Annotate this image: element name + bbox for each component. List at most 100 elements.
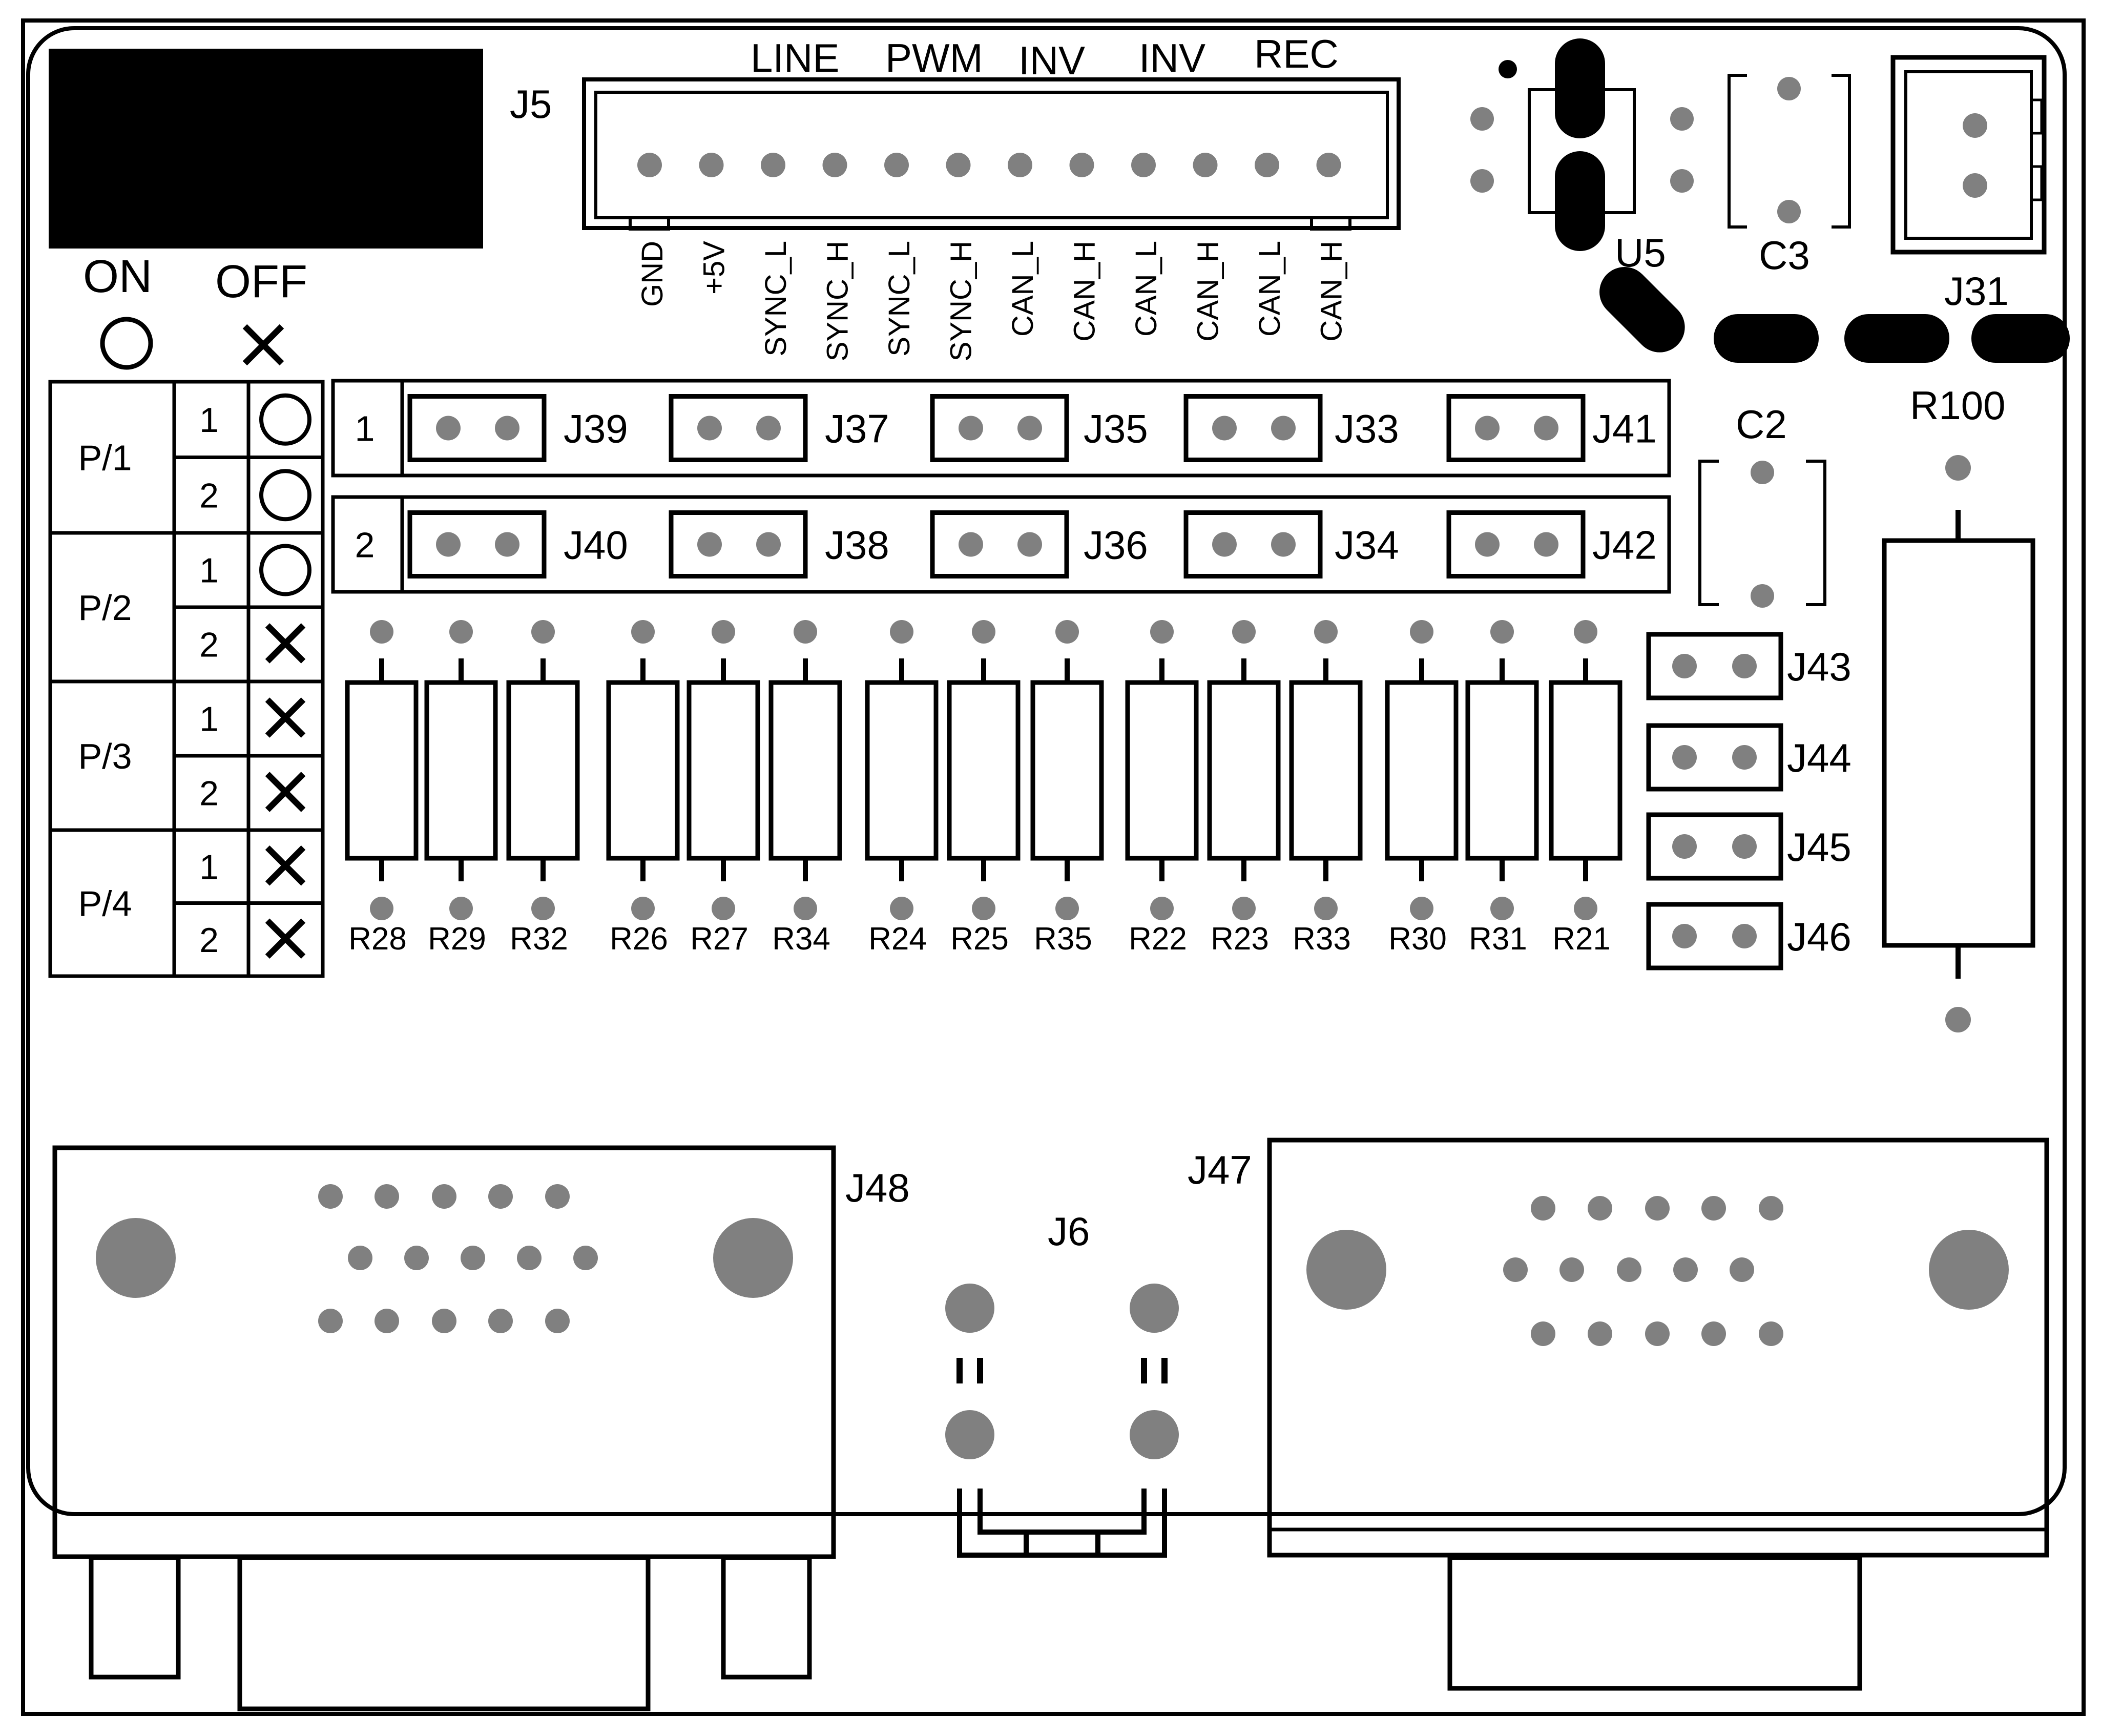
j5-pin-label: SYNC_H [945,241,978,361]
jumper-label: J41 [1592,406,1657,451]
r100-label: R100 [1910,383,2005,428]
resistor [345,620,419,920]
table-channel-number: 2 [199,476,219,515]
j5-ref-label: J5 [510,81,552,127]
db15-pin-pad [517,1246,542,1270]
table-channel-number: 2 [199,626,219,665]
resistor-label: R29 [428,921,486,957]
db9-pin-pad [1701,1196,1726,1221]
solder-bridge-pads [1714,314,2070,363]
resistor [1549,620,1622,920]
resistor [1125,620,1199,920]
j47-label: J47 [1188,1147,1252,1192]
j5-group-label-inv-2: INV [1139,35,1205,80]
j5-group-label-pwm: PWM [885,35,983,80]
jumper-label: J34 [1335,523,1399,568]
j6-jack [945,1284,1179,1558]
j5-pin-pad [1316,153,1341,177]
side-jumper-label: J46 [1787,914,1852,959]
j5-pin-label: CAN_H [1192,241,1225,342]
board-outer-frame [21,18,2086,1716]
j5-pin-pads [637,153,1341,177]
j5-pin-label: CAN_L [1130,241,1163,337]
resistor-label: R30 [1388,921,1447,957]
on-state-circle-icon [259,393,311,446]
side-jumper-label: J45 [1787,824,1852,870]
table-group-label: P/3 [78,736,132,776]
db15-pin-pad [432,1309,456,1333]
db9-pin-pad [1645,1321,1670,1346]
u5-regulator [1470,38,1694,353]
resistor-label: R32 [510,921,568,957]
j5-pin-label: GND [636,241,669,307]
on-state-circle-icon [259,544,311,596]
db9-pin-pad [1730,1257,1754,1282]
db9-pin-pad [1588,1321,1612,1346]
j5-pin-label: SYNC_H [821,241,855,361]
logo-block [49,49,483,249]
db15-pin-pad [348,1246,372,1270]
table-channel-number: 2 [199,921,219,960]
table-channel-number: 2 [199,774,219,813]
jumper-label: J38 [825,523,889,568]
off-state-cross-icon [265,772,306,812]
side-jumper-label: J44 [1787,735,1852,780]
off-state-cross-icon [265,623,306,664]
j48-db15-connector [52,1145,836,1711]
resistor [1385,620,1459,920]
db9-pin-pad [1531,1196,1555,1221]
j5-pin-pad [761,153,785,177]
legend-off-symbol [242,324,284,366]
db15-pin-pad [488,1184,513,1209]
j5-pin-label: +5V [698,241,731,295]
db15-pin-pad [545,1309,570,1333]
j5-group-label-rec: REC [1254,31,1339,76]
table-channel-number: 1 [199,848,219,886]
table-group-label: P/4 [78,884,132,924]
jumper-row-label: 2 [355,525,375,565]
c3-capacitor [1728,74,1851,229]
db15-pin-pad [432,1184,456,1209]
j31-connector [1890,55,2047,255]
jumper-header [930,394,1069,462]
jumper-header [930,510,1069,578]
resistor [424,620,498,920]
db9-pin-pad [1503,1257,1528,1282]
resistor [606,620,680,920]
resistor-label: R35 [1034,921,1092,957]
resistor [687,620,760,920]
db9-pin-pad [1701,1321,1726,1346]
db15-pin-pad [573,1246,598,1270]
db9-pin-pad [1588,1196,1612,1221]
jumper-label: J33 [1335,406,1399,451]
resistor-label: R31 [1469,921,1527,957]
off-state-cross-icon [265,918,306,959]
resistor-label: R27 [690,921,748,957]
j6-label: J6 [1048,1209,1090,1254]
j5-pin-label: CAN_L [1253,241,1286,337]
resistor [1030,620,1104,920]
side-jumper-header [1646,723,1783,792]
legend-off-label: OFF [215,256,307,307]
j5-pin-label: SYNC_L [883,241,916,357]
resistor-label: R21 [1552,921,1611,957]
off-state-cross-icon [265,845,306,886]
j48-label: J48 [845,1165,910,1210]
jumper-row-frame [331,379,1671,478]
jumper-label: J39 [564,406,628,451]
j5-pin-pad [1008,153,1032,177]
db15-pin-pad [318,1184,343,1209]
resistor-label: R26 [610,921,668,957]
j5-pin-pad [637,153,662,177]
board-inner-outline [26,26,2067,1516]
side-jumper-header [1646,902,1783,970]
j47-db9-connector [1267,1138,2049,1691]
db15-pin-pad [375,1184,399,1209]
j5-pin-pad [1193,153,1218,177]
u5-label: U5 [1615,230,1666,275]
jumper-header [407,510,547,578]
